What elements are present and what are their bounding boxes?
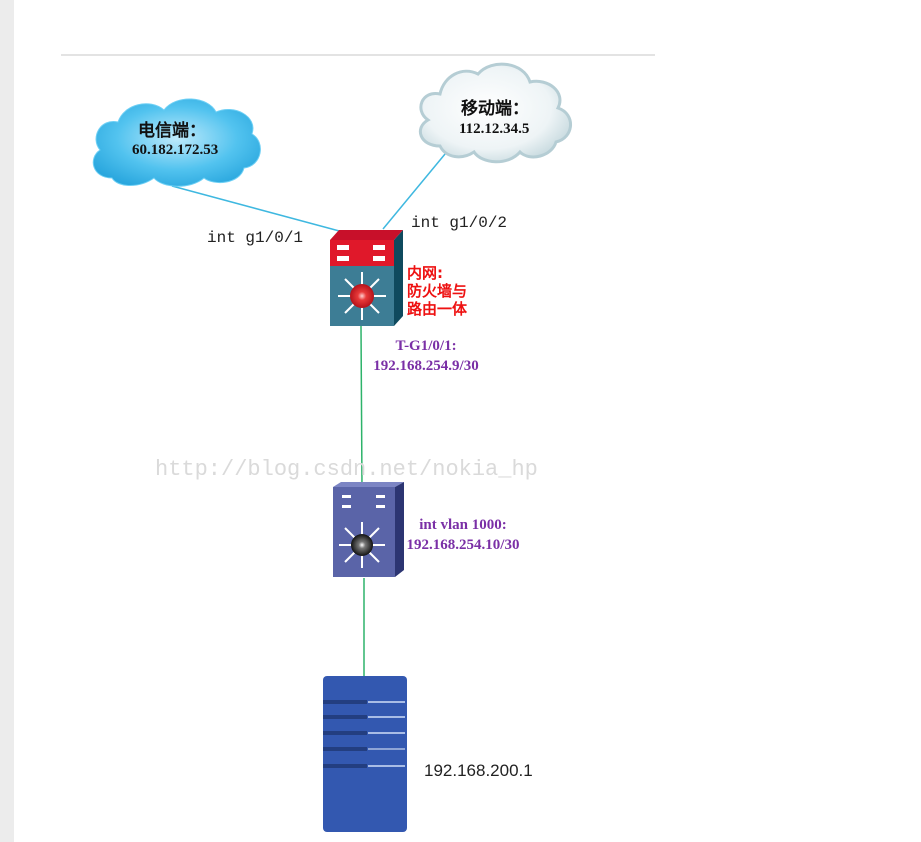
firewall-interface-name: T-G1/0/1: xyxy=(395,338,457,354)
telecom-cloud-ip: 60.182.172.53 xyxy=(132,142,219,158)
link-firewall-switch xyxy=(360,325,363,489)
firewall-router-label: 内网: 防火墙与 路由一体 xyxy=(407,264,467,318)
firewall-interface-ip: 192.168.254.9/30 xyxy=(373,358,479,374)
firewall-label-line-1: 内网: xyxy=(407,264,443,282)
server-ip-label: 192.168.200.1 xyxy=(424,761,533,780)
firewall-router-icon xyxy=(330,230,403,326)
page-sidebar-strip xyxy=(0,0,14,842)
port-label-g1-0-1: int g1/0/1 xyxy=(207,229,304,247)
core-switch-icon xyxy=(333,482,404,577)
link-telecom-firewall xyxy=(171,185,344,233)
server-icon xyxy=(323,676,407,832)
firewall-label-line-2: 防火墙与 xyxy=(407,282,468,300)
mobile-cloud-title: 移动端： xyxy=(461,99,529,119)
firewall-interface-label: T-G1/0/1: 192.168.254.9/30 xyxy=(356,336,496,376)
telecom-cloud-title: 电信端： xyxy=(138,121,206,141)
mobile-cloud-icon xyxy=(418,62,572,164)
link-mobile-firewall xyxy=(382,147,451,230)
switch-interface-label: int vlan 1000: 192.168.254.10/30 xyxy=(398,515,528,555)
firewall-label-line-3: 路由一体 xyxy=(407,300,468,318)
watermark: http://blog.csdn.net/nokia_hp xyxy=(155,457,538,482)
telecom-cloud-icon xyxy=(92,98,261,187)
switch-interface-name: int vlan 1000: xyxy=(419,517,507,533)
divider xyxy=(61,54,655,56)
mobile-cloud-ip: 112.12.34.5 xyxy=(459,121,530,137)
switch-interface-ip: 192.168.254.10/30 xyxy=(406,537,520,553)
port-label-g1-0-2: int g1/0/2 xyxy=(411,214,508,232)
